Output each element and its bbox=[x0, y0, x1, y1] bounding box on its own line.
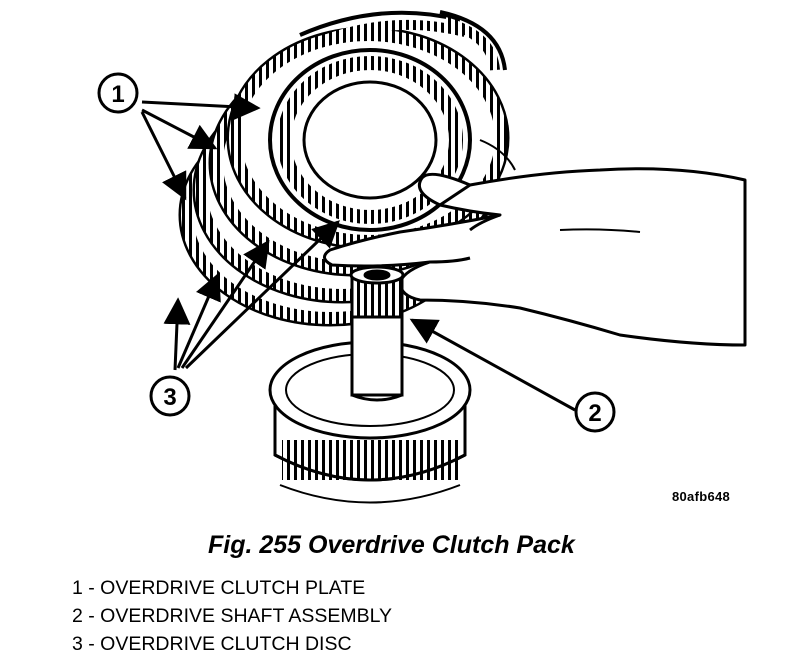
hand bbox=[323, 139, 747, 347]
callout-2: 2 bbox=[574, 391, 616, 433]
callout-2-label: 2 bbox=[588, 400, 601, 427]
callout-3: 3 bbox=[149, 375, 191, 417]
callout-3-label: 3 bbox=[163, 384, 176, 411]
leader-lines bbox=[140, 93, 576, 412]
figure-code: 80afb648 bbox=[672, 489, 731, 504]
legend-item: 1 - OVERDRIVE CLUTCH PLATE bbox=[72, 577, 366, 599]
callout-1: 1 bbox=[97, 72, 139, 114]
clutch-pack-illustration: 1 2 3 bbox=[97, 10, 747, 504]
legend-item: 3 - OVERDRIVE CLUTCH DISC bbox=[72, 633, 352, 655]
clutch-plate-bore bbox=[302, 80, 438, 200]
legend-list: 1 - OVERDRIVE CLUTCH PLATE 2 - OVERDRIVE… bbox=[72, 574, 392, 658]
figure-caption: Fig. 255 Overdrive Clutch Pack bbox=[208, 531, 575, 559]
overdrive-shaft-assembly bbox=[268, 265, 472, 504]
callout-1-label: 1 bbox=[111, 81, 124, 108]
legend-item: 2 - OVERDRIVE SHAFT ASSEMBLY bbox=[72, 605, 393, 627]
